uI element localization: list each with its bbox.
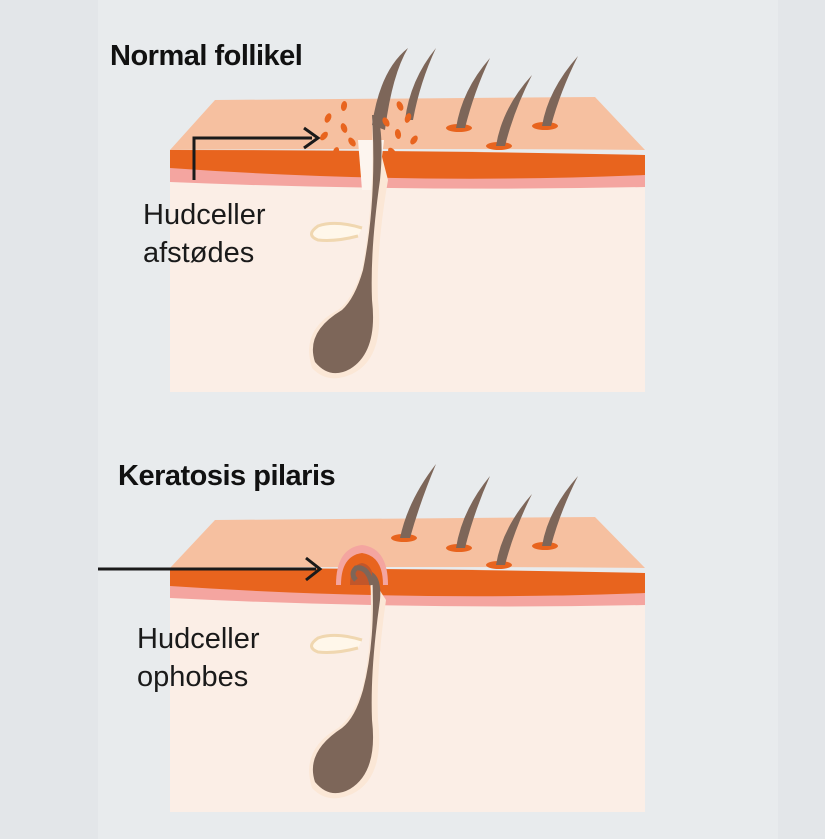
shedding-arrow [192,136,312,180]
buildup-arrow-head [305,556,323,582]
sebaceous-gland [310,633,363,654]
epidermis-band [170,568,645,597]
dermis-layer [170,592,645,812]
label-line: afstødes [143,237,255,269]
hair-shaft-main [372,48,408,130]
normal-follicle-title: Normal follikel [110,40,303,72]
shedding-arrow-head [303,126,321,150]
hair-surface [542,56,578,126]
hair-surface [400,464,436,538]
sebaceous-gland [310,221,363,242]
normal-follicle-label: Hudceller afstødes [143,196,266,272]
hair-root [312,572,381,794]
epidermis-layer [170,517,645,568]
label-line: ophobes [137,661,249,693]
epidermis-band [170,150,645,179]
skin-flakes [320,101,418,157]
hair-surface [542,476,578,546]
dermis-layer [170,175,645,392]
hair-surface [405,48,436,120]
label-line: Hudceller [137,623,260,655]
hair-surface [456,58,490,128]
trapped-hair [350,565,375,586]
label-line: Hudceller [143,199,266,231]
hair-root [312,115,382,374]
hair-surface [496,494,532,565]
epidermis-layer [170,97,645,150]
keratosis-pilaris-label: Hudceller ophobes [137,620,260,696]
keratosis-pilaris-title: Keratosis pilaris [118,460,336,492]
hair-surface [496,75,532,146]
keratosis-pilaris-diagram [98,464,645,812]
hair-surface [456,476,490,548]
normal-follicle-diagram [170,48,645,392]
